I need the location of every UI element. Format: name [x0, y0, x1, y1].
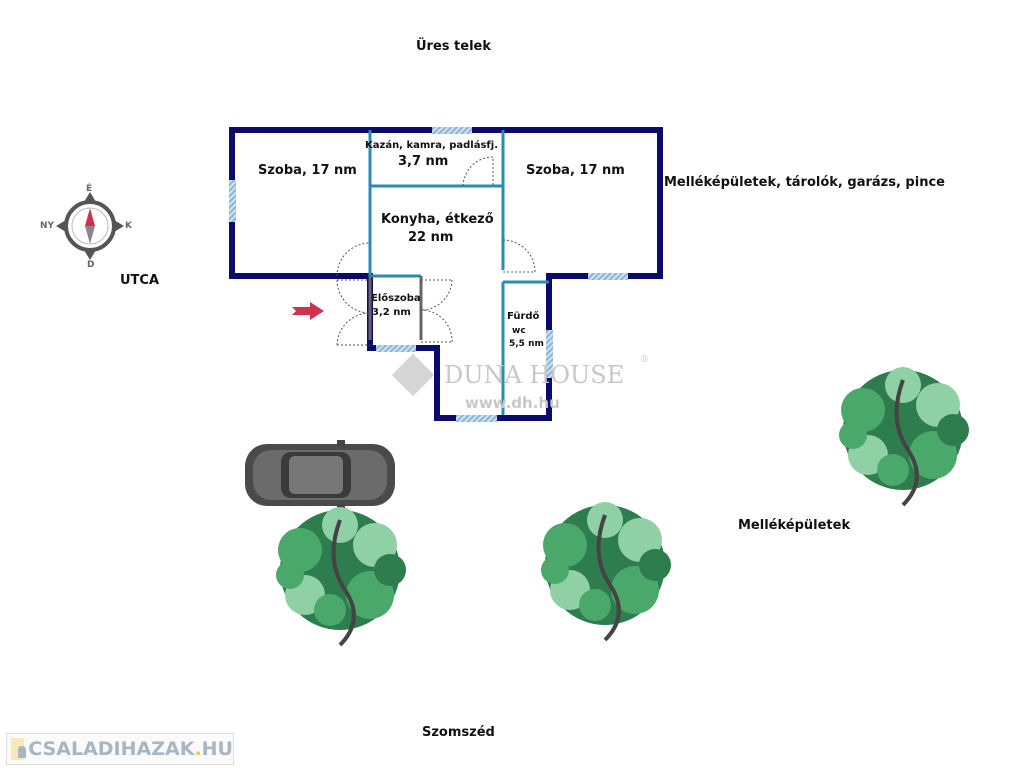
room-furdo-wc: wc	[512, 326, 526, 336]
room-kazan: Kazán, kamra, padlásfj.	[365, 140, 499, 151]
compass-w: NY	[40, 221, 55, 231]
watermark-url: www.dh.hu	[465, 394, 560, 412]
watermark-brand: DUNA HOUSE	[444, 361, 625, 389]
compass-e: K	[125, 221, 132, 231]
room-furdo: Fürdő	[507, 311, 540, 322]
compass-s: D	[87, 260, 95, 270]
room-szoba-left: Szoba, 17 nm	[258, 163, 357, 178]
room-konyha-area: 22 nm	[408, 230, 454, 245]
compass-n: É	[86, 184, 93, 194]
site-logo: CSALADIHAZAK.HU	[6, 733, 234, 765]
tree-icon	[541, 502, 671, 642]
tree-icon	[839, 367, 969, 507]
room-eloszoba: Előszoba	[371, 293, 421, 304]
watermark-reg: ®	[640, 355, 649, 365]
room-kazan-area: 3,7 nm	[398, 154, 449, 169]
doors	[336, 156, 536, 346]
label-street: UTCA	[120, 273, 160, 288]
room-furdo-area: 5,5 nm	[509, 339, 544, 349]
car-icon	[245, 440, 395, 510]
logo-dot: .	[194, 738, 202, 760]
entrance-arrow-icon	[292, 302, 324, 320]
logo-text: CSALADIHAZAK	[28, 738, 195, 760]
label-top: Üres telek	[416, 39, 491, 54]
label-outbuildings-right: Melléképületek, tárolók, garázs, pince	[664, 175, 945, 190]
house-icon	[11, 738, 26, 760]
compass-icon	[56, 192, 124, 260]
label-outbuildings: Melléképületek	[738, 518, 851, 533]
room-szoba-right: Szoba, 17 nm	[526, 163, 625, 178]
room-eloszoba-area: 3,2 nm	[372, 307, 411, 318]
label-bottom: Szomszéd	[422, 725, 495, 740]
logo-tld: HU	[201, 738, 233, 760]
windows	[229, 127, 628, 422]
tree-icon	[276, 507, 406, 647]
room-konyha: Konyha, étkező	[381, 212, 494, 227]
